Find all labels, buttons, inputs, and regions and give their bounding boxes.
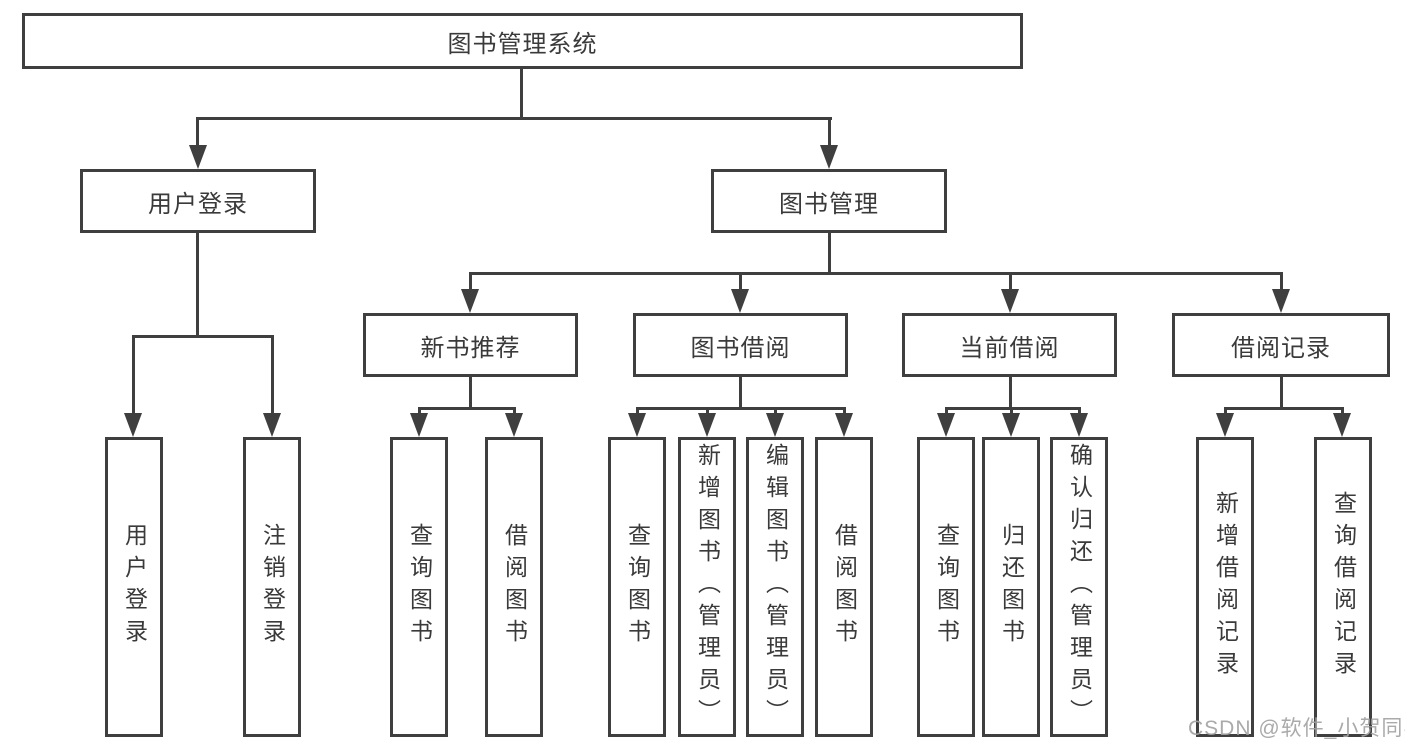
arrow-down-icon — [1272, 289, 1290, 313]
leaf-query-books-recommend-label: 查询图书 — [406, 523, 433, 651]
leaf-confirm-return-admin-label: 确认归还（管理员） — [1066, 443, 1093, 731]
connector-line — [843, 407, 846, 417]
leaf-user-login: 用户登录 — [105, 437, 163, 737]
leaf-logout-label: 注销登录 — [259, 523, 286, 651]
connector-line — [1341, 407, 1344, 417]
connector-line — [469, 272, 1283, 275]
connector-line — [469, 272, 472, 292]
node-current-borrow-label: 当前借阅 — [959, 334, 1060, 362]
leaf-add-borrow-record-label: 新增借阅记录 — [1212, 491, 1239, 683]
node-root-label: 图书管理系统 — [447, 30, 598, 58]
node-new-book-recommend-label: 新书推荐 — [420, 334, 521, 362]
arrow-down-icon — [410, 413, 428, 437]
leaf-add-borrow-record: 新增借阅记录 — [1196, 437, 1254, 737]
arrow-down-icon — [1002, 413, 1020, 437]
connector-line — [132, 335, 274, 338]
connector-line — [1280, 376, 1283, 409]
connector-line — [1280, 272, 1283, 292]
leaf-query-books-borrow: 查询图书 — [608, 437, 666, 737]
arrow-down-icon — [189, 145, 207, 169]
connector-line — [739, 272, 742, 292]
node-book-management: 图书管理 — [711, 169, 947, 233]
arrow-down-icon — [124, 413, 142, 437]
connector-line — [520, 68, 523, 119]
leaf-borrow-books-recommend-label: 借阅图书 — [501, 523, 528, 651]
node-borrow-records: 借阅记录 — [1172, 313, 1390, 377]
node-borrow-records-label: 借阅记录 — [1231, 334, 1331, 362]
connector-line — [706, 407, 709, 417]
arrow-down-icon — [1216, 413, 1234, 437]
arrow-down-icon — [1001, 289, 1019, 313]
connector-line — [1010, 407, 1013, 417]
connector-line — [636, 407, 846, 410]
connector-line — [636, 407, 639, 417]
connector-line — [469, 376, 472, 409]
arrow-down-icon — [1070, 413, 1088, 437]
connector-line — [774, 407, 777, 417]
connector-line — [196, 117, 199, 148]
arrow-down-icon — [766, 413, 784, 437]
leaf-borrow-books-recommend: 借阅图书 — [485, 437, 543, 737]
leaf-confirm-return-admin: 确认归还（管理员） — [1050, 437, 1108, 737]
leaf-query-books-recommend: 查询图书 — [390, 437, 448, 737]
leaf-add-books-admin-label: 新增图书（管理员） — [694, 443, 721, 731]
node-current-borrow: 当前借阅 — [902, 313, 1117, 377]
connector-line — [739, 376, 742, 409]
connector-line — [197, 117, 832, 120]
csdn-watermark: CSDN @软件_小贺同学 — [1188, 717, 1405, 740]
arrow-down-icon — [820, 145, 838, 169]
connector-line — [945, 407, 1081, 410]
leaf-logout: 注销登录 — [243, 437, 301, 737]
connector-line — [132, 335, 135, 415]
leaf-query-books-current-label: 查询图书 — [933, 523, 960, 651]
connector-line — [196, 233, 199, 337]
arrow-down-icon — [1333, 413, 1351, 437]
leaf-query-books-current: 查询图书 — [917, 437, 975, 737]
arrow-down-icon — [461, 289, 479, 313]
node-book-borrow: 图书借阅 — [633, 313, 848, 377]
node-book-borrow-label: 图书借阅 — [690, 334, 791, 362]
connector-line — [418, 407, 421, 417]
arrow-down-icon — [628, 413, 646, 437]
arrow-down-icon — [937, 413, 955, 437]
node-user-login: 用户登录 — [80, 169, 316, 233]
arrow-down-icon — [731, 289, 749, 313]
leaf-query-borrow-record: 查询借阅记录 — [1314, 437, 1372, 737]
connector-line — [828, 117, 831, 148]
node-book-management-label: 图书管理 — [779, 190, 879, 218]
leaf-query-books-borrow-label: 查询图书 — [624, 523, 651, 651]
leaf-return-books: 归还图书 — [982, 437, 1040, 737]
node-root: 图书管理系统 — [22, 13, 1023, 69]
connector-line — [1009, 272, 1012, 292]
arrow-down-icon — [263, 413, 281, 437]
connector-line — [1224, 407, 1344, 410]
connector-line — [271, 335, 274, 415]
connector-line — [513, 407, 516, 417]
connector-line — [1224, 407, 1227, 417]
leaf-query-borrow-record-label: 查询借阅记录 — [1330, 491, 1357, 683]
leaf-return-books-label: 归还图书 — [998, 523, 1025, 651]
connector-line — [828, 233, 831, 274]
node-new-book-recommend: 新书推荐 — [363, 313, 578, 377]
connector-line — [1009, 376, 1012, 409]
leaf-borrow-books-label: 借阅图书 — [831, 523, 858, 651]
leaf-borrow-books: 借阅图书 — [815, 437, 873, 737]
connector-line — [1078, 407, 1081, 417]
arrow-down-icon — [505, 413, 523, 437]
leaf-user-login-label: 用户登录 — [121, 523, 148, 651]
connector-line — [945, 407, 948, 417]
connector-line — [418, 407, 516, 410]
arrow-down-icon — [698, 413, 716, 437]
node-user-login-label: 用户登录 — [148, 190, 248, 218]
leaf-add-books-admin: 新增图书（管理员） — [678, 437, 736, 737]
leaf-edit-books-admin-label: 编辑图书（管理员） — [762, 443, 789, 731]
leaf-edit-books-admin: 编辑图书（管理员） — [746, 437, 804, 737]
arrow-down-icon — [835, 413, 853, 437]
